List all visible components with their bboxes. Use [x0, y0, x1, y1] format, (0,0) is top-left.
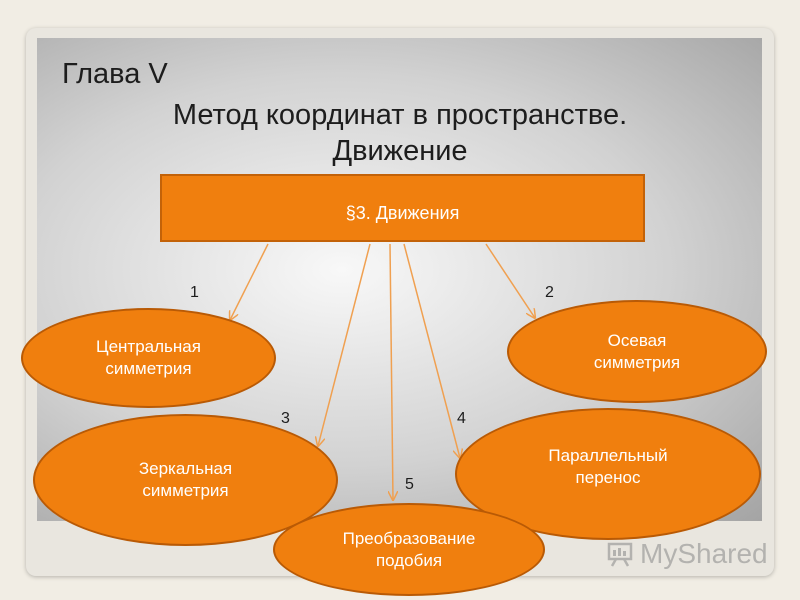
node-number-2: 2 [545, 284, 554, 301]
watermark: MyShared [606, 538, 768, 570]
node-number-1: 1 [190, 284, 199, 301]
section-box: §3. Движения [160, 174, 645, 242]
subtitle-line-2: Движение [332, 135, 468, 167]
node-3-line-2: симметрия [142, 481, 229, 500]
arrow-to-node-4 [403, 243, 460, 458]
section-box-label: §3. Движения [345, 203, 460, 223]
chapter-title: Глава V [62, 58, 168, 90]
arrow-to-node-5 [390, 243, 393, 500]
slide-subtitle: Метод координат в пространстве. Движение [100, 97, 700, 169]
arrow-to-node-1 [230, 243, 269, 320]
watermark-text: MyShared [640, 538, 768, 569]
presentation-board-icon [607, 542, 633, 567]
node-2-line-1: Осевая [607, 330, 667, 350]
node-1-line-1: Центральная [96, 337, 201, 356]
node-3-line-1: Зеркальная [138, 459, 233, 478]
arrow-to-node-2 [485, 243, 535, 318]
node-5-line-2: подобия [375, 550, 443, 570]
node-number-5: 5 [405, 476, 414, 493]
node-5-line-1: Преобразование [342, 528, 476, 548]
node-2-line-2: симметрия [593, 352, 681, 372]
arrow-to-node-3 [318, 243, 371, 446]
node-central-symmetry: Центральная симметрия [21, 308, 276, 408]
node-4-line-2: перенос [575, 468, 641, 487]
node-1-line-2: симметрия [105, 359, 192, 378]
node-mirror-symmetry: Зеркальная симметрия [33, 414, 338, 546]
node-4-line-1: Параллельный [548, 446, 668, 465]
node-number-4: 4 [457, 410, 466, 427]
node-number-3: 3 [281, 410, 290, 427]
subtitle-line-1: Метод координат в пространстве. [172, 99, 628, 131]
